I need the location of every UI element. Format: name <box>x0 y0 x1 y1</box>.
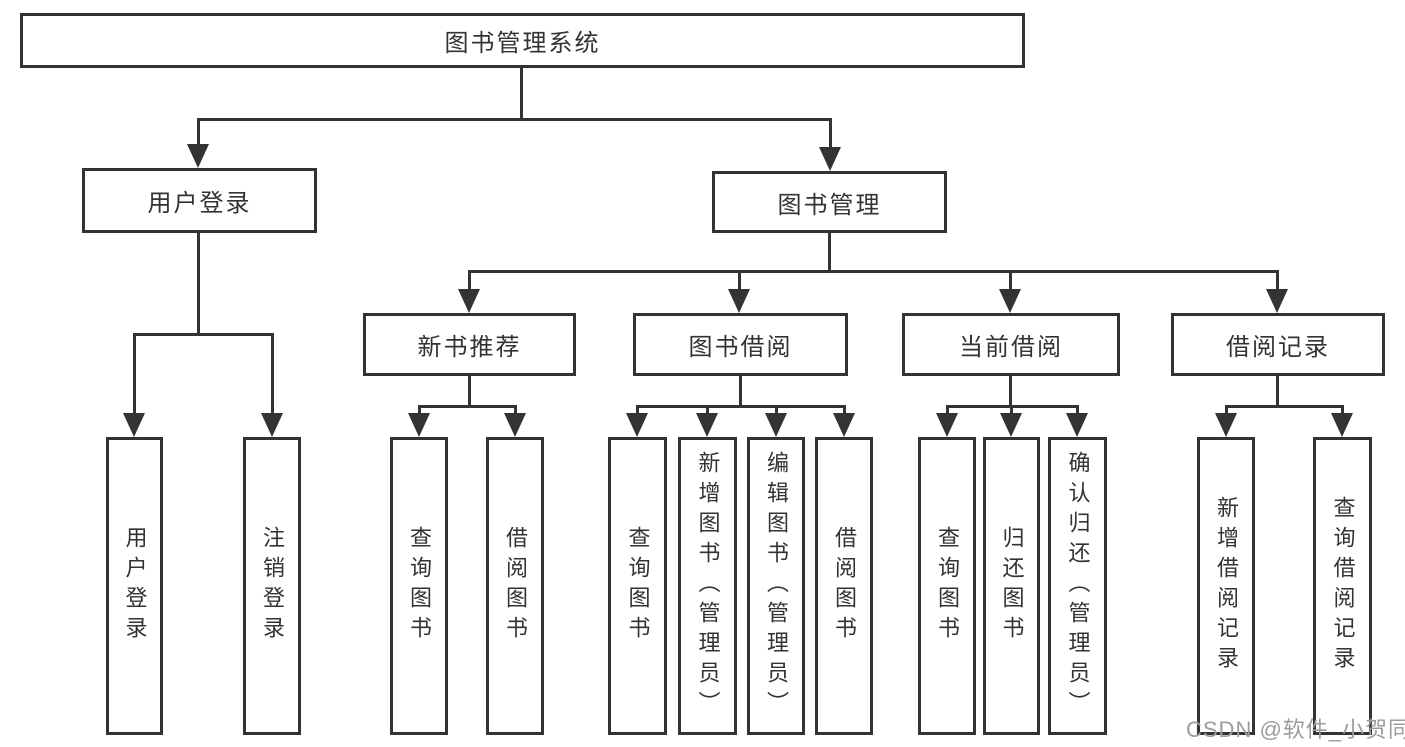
connector-leaf-shaft <box>418 405 421 417</box>
leaf-edit-books-admin: 编辑图书（管理员） <box>747 437 805 735</box>
leaf-query-books-borrow: 查询图书 <box>608 437 667 735</box>
node-system-root: 图书管理系统 <box>20 13 1025 68</box>
node-current-borrow-label: 当前借阅 <box>959 334 1063 361</box>
arrow-down-icon <box>1066 413 1088 437</box>
connector-root-span <box>197 118 832 121</box>
node-new-book-recommend: 新书推荐 <box>363 313 576 376</box>
connector-group-shaft <box>738 270 741 292</box>
node-user-login: 用户登录 <box>82 168 317 233</box>
leaf-query-borrow-record-label: 查询借阅记录 <box>1330 496 1356 676</box>
connector-leaf-shaft <box>1010 405 1013 417</box>
leaf-query-books-recommend: 查询图书 <box>390 437 448 735</box>
arrow-down-icon <box>833 413 855 437</box>
arrow-down-icon <box>1266 289 1288 313</box>
leaf-borrow-books: 借阅图书 <box>815 437 873 735</box>
arrow-down-icon <box>936 413 958 437</box>
connector-user-login-span <box>133 333 273 336</box>
arrow-down-icon <box>187 144 209 168</box>
arrow-down-icon <box>999 289 1021 313</box>
connector-group-shaft <box>1009 270 1012 292</box>
leaf-borrow-books-recommend-label: 借阅图书 <box>503 526 528 646</box>
arrow-down-icon <box>696 413 718 437</box>
leaf-confirm-return-admin-label: 确认归还（管理员） <box>1065 451 1091 721</box>
arrow-down-icon <box>408 413 430 437</box>
connector-group-shaft <box>1276 270 1279 292</box>
node-book-borrow-label: 图书借阅 <box>688 334 793 361</box>
arrow-down-icon <box>458 289 480 313</box>
connector-leaf-shaft <box>271 333 274 415</box>
leaf-query-borrow-record: 查询借阅记录 <box>1313 437 1372 735</box>
connector-leaf-shaft <box>706 405 709 417</box>
connector-group4-span <box>1225 405 1343 408</box>
leaf-return-books: 归还图书 <box>983 437 1040 735</box>
connector-group1-stem <box>468 376 471 408</box>
connector-leaf-shaft <box>636 405 639 417</box>
arrow-down-icon <box>728 289 750 313</box>
leaf-add-books-admin: 新增图书（管理员） <box>678 437 737 735</box>
leaf-borrow-books-label: 借阅图书 <box>832 526 857 646</box>
node-book-borrow: 图书借阅 <box>633 313 848 376</box>
node-user-login-label: 用户登录 <box>147 190 252 217</box>
leaf-logout-label: 注销登录 <box>260 526 285 646</box>
node-book-management: 图书管理 <box>712 171 947 233</box>
leaf-query-books-borrow-label: 查询图书 <box>625 526 651 646</box>
arrow-down-icon <box>261 413 283 437</box>
connector-leaf-shaft <box>1225 405 1228 417</box>
node-borrow-records-label: 借阅记录 <box>1226 334 1330 361</box>
node-book-management-label: 图书管理 <box>777 191 882 219</box>
leaf-add-borrow-record-label: 新增借阅记录 <box>1214 496 1239 676</box>
arrow-down-icon <box>765 413 787 437</box>
watermark: CSDN @软件_小贺同学 <box>1186 717 1405 742</box>
leaf-user-login: 用户登录 <box>106 437 163 735</box>
arrow-down-icon <box>1000 413 1022 437</box>
arrow-down-icon <box>819 147 841 171</box>
node-new-book-recommend-label: 新书推荐 <box>417 334 522 361</box>
connector-user-login-shaft <box>197 118 200 148</box>
connector-leaf-shaft <box>843 405 846 417</box>
connector-leaf-shaft <box>514 405 517 417</box>
connector-user-login-stem <box>197 233 200 335</box>
connector-book-mgmt-stem <box>828 233 831 273</box>
leaf-query-books-recommend-label: 查询图书 <box>407 526 432 646</box>
leaf-return-books-label: 归还图书 <box>999 526 1025 646</box>
connector-group2-span <box>636 405 845 408</box>
node-borrow-records: 借阅记录 <box>1171 313 1385 376</box>
arrow-down-icon <box>1331 413 1353 437</box>
connector-leaf-shaft <box>1341 405 1344 417</box>
connector-group1-span <box>418 405 517 408</box>
leaf-edit-books-admin-label: 编辑图书（管理员） <box>764 451 789 721</box>
connector-book-mgmt-shaft <box>829 118 832 150</box>
node-current-borrow: 当前借阅 <box>902 313 1120 376</box>
leaf-logout: 注销登录 <box>243 437 301 735</box>
connector-group4-stem <box>1276 376 1279 408</box>
leaf-add-borrow-record: 新增借阅记录 <box>1197 437 1255 735</box>
arrow-down-icon <box>1215 413 1237 437</box>
leaf-query-books-current: 查询图书 <box>918 437 976 735</box>
leaf-borrow-books-recommend: 借阅图书 <box>486 437 544 735</box>
connector-leaf-shaft <box>946 405 949 417</box>
connector-leaf-shaft <box>133 333 136 415</box>
arrow-down-icon <box>626 413 648 437</box>
leaf-confirm-return-admin: 确认归还（管理员） <box>1048 437 1107 735</box>
arrow-down-icon <box>123 413 145 437</box>
connector-book-mgmt-span <box>468 270 1278 273</box>
connector-group2-stem <box>739 376 742 408</box>
leaf-query-books-current-label: 查询图书 <box>935 526 960 646</box>
node-system-root-label: 图书管理系统 <box>444 30 601 57</box>
connector-leaf-shaft <box>775 405 778 417</box>
leaf-user-login-label: 用户登录 <box>122 526 148 646</box>
connector-group-shaft <box>468 270 471 292</box>
connector-leaf-shaft <box>1076 405 1079 417</box>
connector-group3-stem <box>1009 376 1012 408</box>
arrow-down-icon <box>504 413 526 437</box>
leaf-add-books-admin-label: 新增图书（管理员） <box>695 451 721 721</box>
connector-root-stem <box>520 68 523 120</box>
